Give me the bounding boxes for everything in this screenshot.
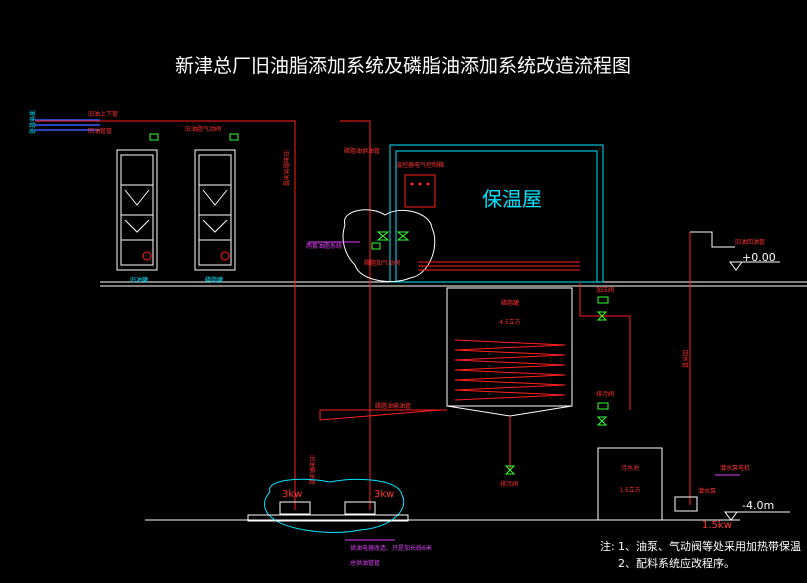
drain-valve-label: 排污阀 <box>500 480 518 488</box>
old-oil-tank-left <box>116 149 158 271</box>
oil-pump-left <box>279 501 311 515</box>
pipe-low2-label: 旧油输油管 <box>308 455 316 485</box>
return-valve-bot-label: 排污阀 <box>596 390 614 398</box>
pipe-mid1-label: 旧油脂供油管 <box>282 150 290 186</box>
old-return-label: 旧油回油管 <box>735 238 765 246</box>
pump-note1: 供油电器改造、只是加长线6米 <box>350 544 432 552</box>
return-valve-top-label: 加压阀 <box>596 286 614 294</box>
valve-top-left <box>149 133 159 141</box>
drain-valve-icon <box>504 465 516 475</box>
return-valve-bot2-icon <box>596 416 608 426</box>
elev-minus-marker <box>724 511 738 521</box>
return-valve-mid-icon <box>596 311 608 321</box>
pump-elec-label: 潜水泵电机 <box>720 464 750 472</box>
pipe-left-label: 液体管道 <box>28 110 36 134</box>
valve-group-label: 磷脂加气动阀 <box>364 259 400 267</box>
pump-label: 潜水泵 <box>698 487 716 495</box>
return-pipe-right-label: 回水管 <box>681 350 689 368</box>
note-1: 1、油泵、气动阀等处采用加热带保温 <box>618 539 801 553</box>
return-valve-top-icon <box>597 296 609 304</box>
valve-group-v2 <box>396 231 410 241</box>
submersible-pump <box>674 496 698 512</box>
note-2: 2、配料系统应改程序。 <box>618 556 735 570</box>
control-box-label: 温控器电气控制箱 <box>396 161 444 169</box>
pipe-low1-label: 磷脂油输油管 <box>375 402 411 410</box>
tank-left-label: 旧油罐 <box>130 276 148 284</box>
elev-zero-label: +0.00 <box>742 251 776 264</box>
air-valve-top-label: 旧油脂气动阀 <box>185 125 221 133</box>
old-oil-pump-right <box>220 251 230 261</box>
sewage-tank <box>597 447 663 521</box>
insulation-room-inner <box>395 150 598 283</box>
valve-group-v1 <box>376 231 390 241</box>
sewage-tank-label: 污水池 <box>621 464 639 472</box>
diagram-title: 新津总厂旧油脂添加系统及磷脂油添加系统改造流程图 <box>175 55 631 77</box>
phos-tank-label: 磷脂罐 <box>501 299 519 307</box>
phos-tank-coil <box>454 339 566 401</box>
note-prefix: 注: <box>600 539 615 553</box>
control-box-light-2 <box>418 182 422 186</box>
phos-tank <box>446 287 573 407</box>
phos-tank-bottom <box>446 405 573 417</box>
kw-right-label: 3kw <box>374 489 394 500</box>
scale-system-label: 两套油脂系统 <box>306 242 342 250</box>
control-box-light-3 <box>426 182 430 186</box>
old-oil-tank-right <box>194 149 236 271</box>
valve-top-right <box>229 133 239 141</box>
return-valve-bot-icon <box>597 402 609 410</box>
pump-note2: 总供油管管 <box>350 559 380 567</box>
old-oil-top-label: 旧油上下管 <box>88 110 118 118</box>
control-box-light-1 <box>410 182 414 186</box>
insulation-room-label: 保温屋 <box>482 187 542 211</box>
valve-group-v3 <box>371 242 381 250</box>
return-pipe-label: 回油管管 <box>88 127 112 135</box>
pipe-right-loop <box>579 282 631 410</box>
phos-tank-vol: 4.5立方 <box>499 318 521 326</box>
pipe-phos-supply <box>340 120 371 510</box>
pipe-low-connection <box>319 409 441 421</box>
pipe-mid2-label: 磷脂油供油管 <box>344 147 380 155</box>
elev-minus-label: -4.0m <box>742 499 774 512</box>
oil-pump-right <box>344 501 376 515</box>
pump-kw-label: 1.5kw <box>702 520 732 531</box>
pump-base <box>247 514 409 522</box>
old-return-line <box>690 231 735 248</box>
control-box <box>404 174 436 208</box>
pipe-old-oil-supply <box>260 120 296 510</box>
old-oil-pump-left <box>142 251 152 261</box>
elev-zero-marker <box>729 261 743 271</box>
tank-right-label: 磷脂罐 <box>205 276 223 284</box>
pump-group-cloud <box>264 478 405 533</box>
kw-left-label: 3kw <box>282 489 302 500</box>
valve-group-cloud <box>342 209 436 283</box>
sewage-tank-vol: 1.5立方 <box>619 486 641 494</box>
